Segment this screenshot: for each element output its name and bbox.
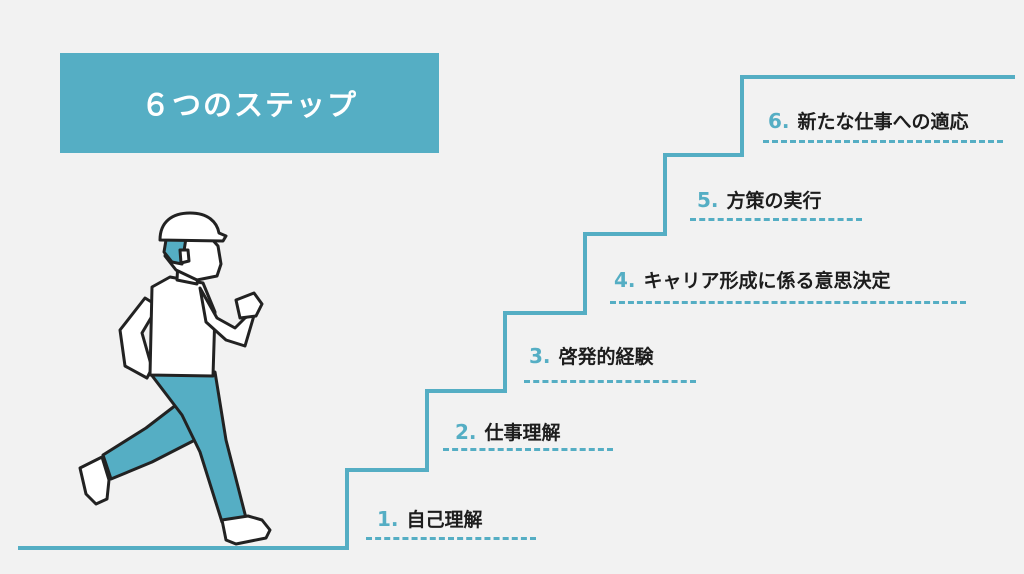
- front-shoe: [220, 514, 272, 546]
- running-person-illustration: [78, 211, 272, 546]
- step-1-number: 1.: [377, 507, 399, 531]
- step-4-number: 4.: [614, 268, 636, 292]
- step-5-label: 方策の実行: [726, 190, 822, 212]
- step-6-number: 6.: [768, 109, 790, 133]
- step-5-underline: [690, 218, 862, 221]
- helmet: [158, 211, 228, 243]
- step-2-number: 2.: [455, 420, 477, 444]
- step-3: 3. 啓発的経験: [529, 342, 654, 369]
- back-shoe: [78, 455, 111, 506]
- step-6: 6. 新たな仕事への適応: [768, 107, 969, 134]
- step-6-label: 新たな仕事への適応: [797, 111, 969, 133]
- step-4: 4. キャリア形成に係る意思決定: [614, 266, 891, 293]
- step-4-label: キャリア形成に係る意思決定: [643, 270, 891, 292]
- step-3-underline: [524, 380, 696, 383]
- title-text: ６つのステップ: [140, 88, 358, 122]
- step-3-label: 啓発的経験: [558, 346, 654, 368]
- fist: [234, 291, 264, 320]
- step-2-label: 仕事理解: [484, 422, 561, 444]
- step-2-underline: [443, 448, 613, 451]
- step-6-underline: [763, 140, 1003, 143]
- step-4-underline: [610, 301, 966, 304]
- step-1-label: 自己理解: [406, 509, 483, 531]
- step-2: 2. 仕事理解: [455, 418, 561, 445]
- step-3-number: 3.: [529, 344, 551, 368]
- step-5-number: 5.: [697, 188, 719, 212]
- staircase-line: [18, 75, 1015, 550]
- step-1: 1. 自己理解: [377, 505, 483, 532]
- ear: [178, 248, 191, 265]
- torso: [148, 275, 217, 378]
- step-1-underline: [366, 537, 536, 540]
- step-5: 5. 方策の実行: [697, 186, 822, 213]
- title-banner: ６つのステップ: [60, 53, 439, 153]
